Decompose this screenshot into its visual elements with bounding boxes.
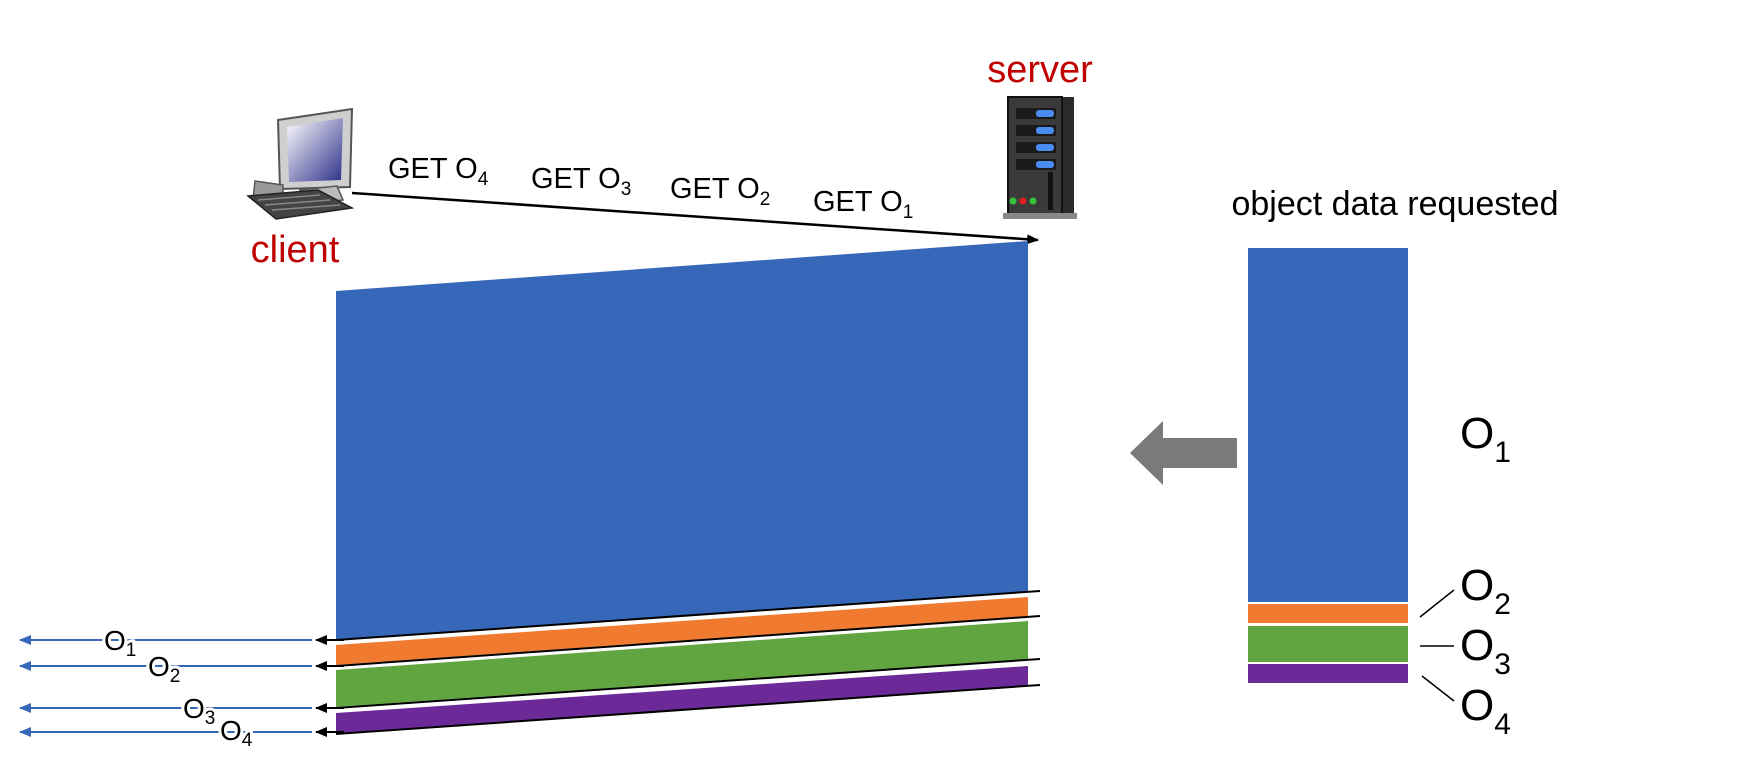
o4-stack-label: O4 bbox=[1460, 681, 1511, 741]
object-data-requested-label: object data requested bbox=[1231, 185, 1558, 223]
o4-data-block bbox=[1248, 664, 1408, 683]
get-o4-label: GET O4 bbox=[388, 153, 489, 190]
band-separator-line bbox=[335, 590, 1041, 641]
band-separator-line bbox=[335, 684, 1041, 735]
request-arrow bbox=[351, 191, 1039, 245]
o4-transmission-band bbox=[336, 666, 1028, 734]
client-label: client bbox=[251, 229, 340, 271]
o2-leader-line bbox=[1419, 589, 1455, 618]
o1-data-block bbox=[1248, 248, 1408, 602]
o1-stack-label: O1 bbox=[1460, 409, 1511, 469]
o2-transmission-band bbox=[336, 597, 1028, 665]
server-label: server bbox=[987, 49, 1093, 91]
o3-stack-label: O3 bbox=[1460, 621, 1511, 681]
object-data-stack bbox=[1248, 248, 1408, 683]
band-separator-line bbox=[335, 615, 1041, 667]
gray-left-arrow bbox=[1130, 421, 1237, 485]
band-separator-line bbox=[335, 658, 1041, 709]
o1-transmission-band bbox=[336, 241, 1028, 640]
get-o3-label: GET O3 bbox=[531, 163, 631, 200]
o4-leader-line bbox=[1421, 675, 1455, 702]
o2-stack-label: O2 bbox=[1460, 561, 1511, 621]
o4-delivery-label: O4 bbox=[220, 715, 253, 751]
server-icon bbox=[1003, 96, 1077, 219]
o3-delivery-label: O3 bbox=[183, 693, 215, 729]
get-o1-label: GET O1 bbox=[813, 186, 913, 223]
o3-transmission-band bbox=[336, 621, 1028, 707]
o1-delivery-label: O1 bbox=[104, 625, 136, 661]
client-computer-icon bbox=[246, 107, 355, 220]
o2-data-block bbox=[1248, 604, 1408, 623]
get-o2-label: GET O2 bbox=[670, 173, 770, 210]
o3-data-block bbox=[1248, 626, 1408, 662]
o2-delivery-label: O2 bbox=[148, 651, 180, 687]
